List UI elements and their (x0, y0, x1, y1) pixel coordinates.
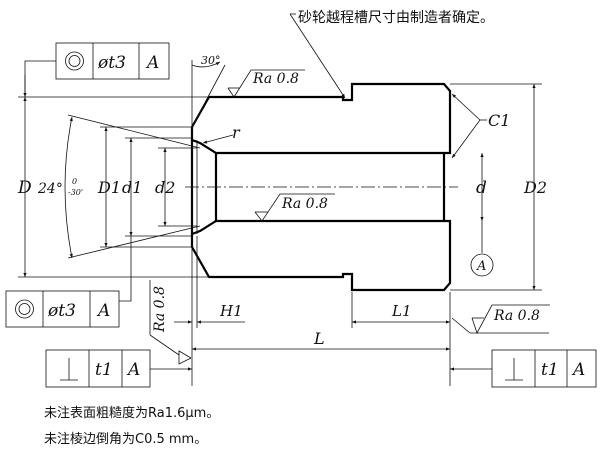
roughness-note: 未注表面粗糙度为Ra1.6μm。 (44, 405, 219, 421)
groove-note: 砂轮越程槽尺寸由制造者确定。 (298, 10, 494, 26)
dim-C1: C1 (488, 111, 510, 130)
dim-d1: d1 (122, 178, 142, 197)
extension-lines (18, 60, 542, 386)
dim-H1: H1 (219, 302, 243, 320)
dim-angle-lower: -30' (68, 188, 83, 197)
dim-D1: D1 (97, 178, 121, 197)
roughness-top: Ra 0.8 (252, 71, 299, 87)
dim-D: D (17, 178, 32, 198)
fcf-left (5, 236, 132, 328)
dim-r: r (232, 123, 241, 142)
dim-d: d (476, 178, 487, 198)
fcf-left-datum: A (96, 301, 110, 321)
dim-angle-upper: 0 (72, 177, 77, 186)
fcf-perp-left-tolerance: t1 (95, 360, 113, 380)
datum-a-circle (470, 253, 494, 277)
roughness-symbol-bore (254, 193, 335, 222)
fcf-top-tolerance: øt3 (97, 53, 126, 73)
fcf-top-datum: A (145, 53, 159, 73)
dim-L1: L1 (391, 302, 412, 320)
roughness-symbol-right (451, 304, 550, 335)
fcf-perp-right-datum: A (571, 360, 585, 380)
lower-section (190, 219, 452, 292)
dim-L: L (313, 329, 325, 348)
dim-angle: 24° (37, 181, 63, 197)
dimension-lines (23, 13, 536, 351)
roughness-symbol-top (227, 69, 305, 98)
datum-a-label: A (476, 259, 486, 274)
roughness-bore: Ra 0.8 (281, 196, 328, 212)
roughness-symbol-left (149, 280, 192, 365)
fcf-top (23, 42, 170, 97)
fcf-perp-left-datum: A (126, 360, 140, 380)
roughness-left-face: Ra 0.8 (152, 286, 168, 333)
roughness-right-face: Ra 0.8 (493, 308, 540, 324)
dim-d2: d2 (155, 178, 175, 197)
fcf-left-tolerance: øt3 (47, 301, 76, 321)
upper-section (190, 82, 452, 155)
fcf-perp-right (450, 349, 597, 388)
chamfer-note: 未注棱边倒角为C0.5 mm。 (44, 431, 207, 447)
fcf-perp-right-tolerance: t1 (541, 360, 559, 380)
dim-chamfer-angle: 30° (201, 54, 221, 67)
dim-D2: D2 (523, 178, 547, 197)
fcf-perp-left (45, 349, 192, 388)
